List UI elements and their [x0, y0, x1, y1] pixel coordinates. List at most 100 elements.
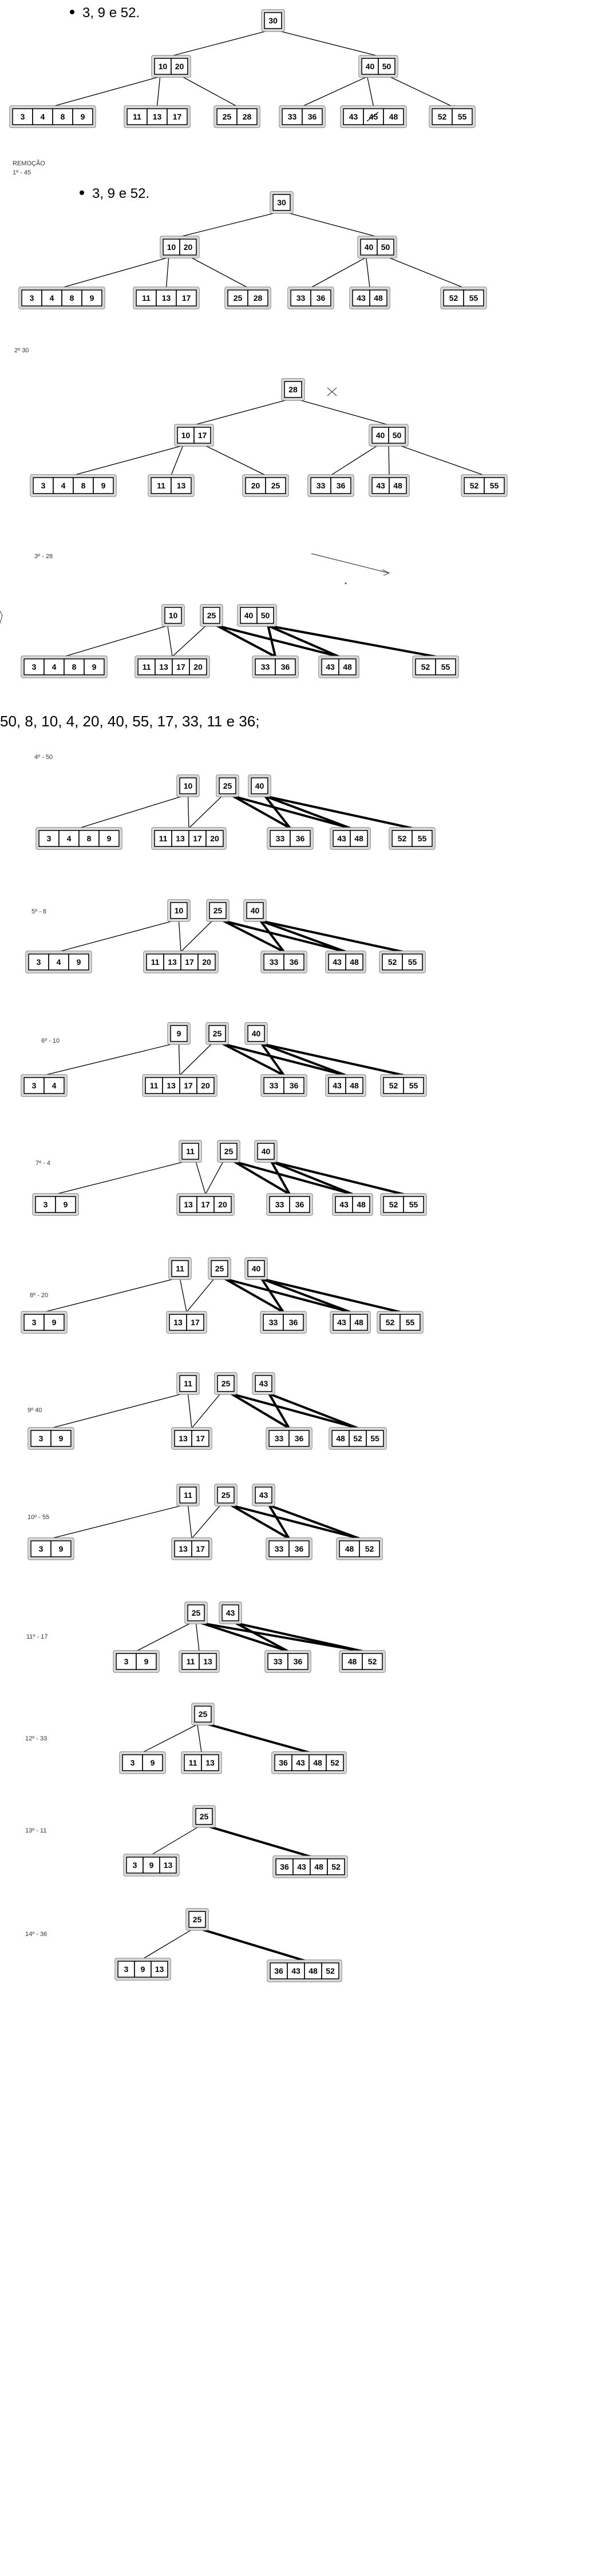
key-value: 11 [184, 1379, 192, 1388]
tree-edge [179, 1043, 212, 1076]
key-value: 9 [107, 834, 112, 843]
node-inner-frame [217, 776, 238, 796]
key-cell [272, 194, 291, 211]
node-inner-frame [29, 1539, 73, 1559]
node-inner-frame [430, 107, 474, 126]
key-value: 25 [213, 906, 223, 915]
node-inner-frame [330, 1429, 385, 1448]
key-value: 48 [393, 481, 402, 490]
step-label: 12º - 33 [25, 1735, 47, 1742]
key-cell [432, 108, 453, 125]
node-inner-frame [414, 657, 457, 677]
key-cell [290, 289, 311, 307]
key-value: 50 [381, 243, 390, 252]
key-value: 48 [350, 1081, 359, 1090]
tree-edge [388, 257, 464, 288]
key-value: 50 [393, 431, 402, 440]
node-inner-frame [334, 1195, 371, 1214]
key-cell [117, 1961, 135, 1978]
root-node: 11 [168, 1257, 192, 1280]
node-inner-frame [246, 1024, 266, 1043]
key-value: 8 [81, 481, 86, 490]
node-inner-frame [382, 1195, 425, 1214]
tree-edge [234, 1160, 291, 1195]
key-value: 9 [81, 112, 85, 121]
tree-edge [202, 1929, 305, 1962]
key-value: 3 [32, 1081, 37, 1090]
tree-edge [171, 445, 184, 476]
key-value: 33 [288, 112, 297, 121]
tree-edge [267, 625, 339, 658]
key-cell [288, 1430, 310, 1447]
root-node: 10 [167, 899, 191, 922]
key-value: 40 [365, 243, 374, 252]
key-value: 25 [222, 1490, 231, 1500]
key-value: 17 [185, 957, 194, 967]
node-inner-frame [173, 1539, 211, 1559]
tree-edge [223, 920, 346, 953]
tree-edge [389, 76, 453, 107]
key-cell [146, 953, 164, 971]
key-value: 25 [193, 1915, 202, 1924]
tree-edge [224, 1278, 284, 1313]
tree-edge [58, 920, 174, 952]
key-value: 55 [409, 1200, 418, 1209]
key-value: 48 [336, 1434, 345, 1443]
key-value: 43 [226, 1608, 235, 1617]
key-value: 4 [50, 293, 54, 303]
key-value: 36 [294, 1657, 303, 1666]
key-value: 8 [87, 834, 92, 843]
root-node: 30 [270, 191, 294, 214]
key-cell [48, 953, 69, 971]
key-cell [403, 1196, 424, 1213]
key-cell [142, 1754, 163, 1771]
btree-node: 25 [214, 1484, 238, 1506]
key-value: 13 [155, 1965, 164, 1974]
key-value: 33 [270, 1081, 279, 1090]
key-value: 55 [406, 1318, 415, 1327]
key-cell [208, 1025, 226, 1042]
tree-edge [167, 625, 173, 657]
key-value: 9 [141, 1965, 145, 1974]
node-inner-frame [382, 1076, 425, 1095]
key-value: 55 [370, 1434, 379, 1443]
key-value: 3 [133, 1861, 137, 1870]
key-cell [284, 381, 302, 398]
tree-edge [151, 1826, 199, 1855]
key-value: 4 [52, 1081, 57, 1090]
key-value: 33 [317, 481, 326, 490]
key-value: 55 [469, 293, 478, 303]
key-value: 10 [175, 906, 184, 915]
key-cell [268, 1430, 290, 1447]
key-cell [52, 108, 73, 125]
node-inner-frame [267, 1429, 311, 1448]
node-inner-frame [193, 1704, 213, 1724]
btree-node: 25 [216, 774, 239, 797]
key-cell [383, 1196, 404, 1213]
tree-edge [179, 1278, 187, 1313]
key-value: 40 [252, 1029, 261, 1038]
strike-mark-icon [366, 112, 379, 122]
key-cell [116, 1653, 137, 1670]
key-value: 3 [30, 293, 34, 303]
btree-node: 40 50 [357, 236, 397, 259]
key-cell [194, 1706, 212, 1723]
node-inner-frame [250, 776, 270, 796]
key-value: 36 [295, 1544, 304, 1553]
key-value: 17 [182, 293, 191, 303]
key-cell [217, 1375, 235, 1392]
key-cell [177, 427, 195, 444]
key-cell [43, 1077, 65, 1094]
bracket-mark [0, 610, 3, 624]
node-inner-frame [254, 1374, 274, 1393]
key-value: 10 [167, 243, 176, 252]
key-cell [32, 108, 53, 125]
key-cell [217, 1486, 235, 1504]
